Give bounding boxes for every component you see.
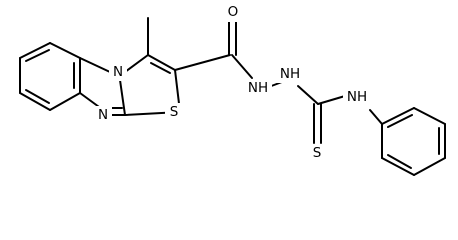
- svg-text:S: S: [170, 104, 179, 120]
- benzene-ring: [19, 42, 81, 111]
- atom-o-carbonyl: O: [223, 2, 243, 22]
- atom-n-ring: N: [109, 63, 127, 81]
- atom-s-thiazole: S: [165, 103, 183, 121]
- atom-nh-3: NH: [343, 88, 371, 106]
- chemical-structure: N N S O NH NH S NH: [19, 2, 446, 176]
- svg-text:O: O: [228, 4, 239, 20]
- atom-nh-1: NH: [244, 79, 272, 97]
- svg-text:N: N: [113, 64, 123, 80]
- phenyl-ring: [369, 107, 446, 176]
- svg-text:NH: NH: [347, 89, 367, 105]
- atom-s-thione: S: [308, 144, 326, 162]
- svg-text:NH: NH: [280, 66, 300, 82]
- carbonyl-group: [174, 21, 237, 71]
- svg-text:N: N: [98, 107, 108, 123]
- svg-text:NH: NH: [248, 80, 268, 96]
- svg-text:S: S: [313, 145, 322, 161]
- atom-nh-2: NH: [276, 65, 304, 83]
- hydrazide-chain: [231, 54, 346, 144]
- atom-n-imine: N: [94, 106, 112, 124]
